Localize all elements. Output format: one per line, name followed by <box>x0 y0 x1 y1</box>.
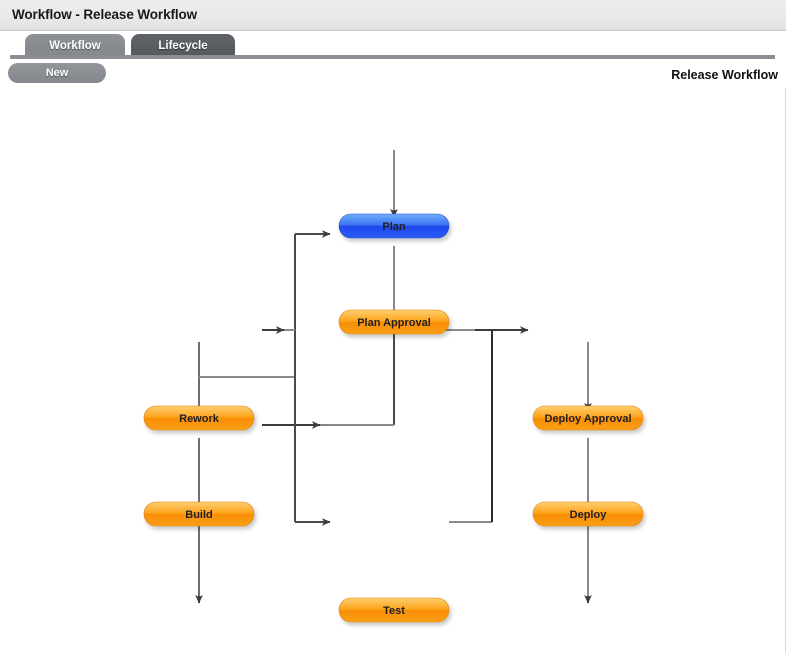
node-rework-shape[interactable] <box>143 405 255 431</box>
node-deploy-approval[interactable]: Deploy Approval <box>532 405 644 431</box>
node-plan-shape[interactable] <box>338 213 450 239</box>
node-plan[interactable]: Plan <box>338 213 450 239</box>
node-deploy-approval-shape[interactable] <box>532 405 644 431</box>
workflow-name-label: Release Workflow <box>671 68 778 82</box>
node-test-shape[interactable] <box>338 597 450 623</box>
edge-test-to-deploy-approval <box>449 331 493 523</box>
edge-build-to-plan-approval <box>199 230 331 378</box>
tab-strip: Workflow Lifecycle <box>0 32 786 58</box>
node-deploy[interactable]: Deploy <box>532 501 644 527</box>
edge-layer <box>195 150 592 604</box>
node-build-shape[interactable] <box>143 501 255 527</box>
workflow-svg: Plan Plan Approval Rework Deploy Approva… <box>143 150 644 623</box>
new-button[interactable]: New <box>8 63 106 83</box>
node-rework[interactable]: Rework <box>143 405 255 431</box>
node-plan-approval-shape[interactable] <box>338 309 450 335</box>
tab-underline-divider <box>10 55 775 59</box>
workflow-diagram-canvas[interactable]: Plan Plan Approval Rework Deploy Approva… <box>0 88 786 653</box>
node-plan-approval[interactable]: Plan Approval <box>338 309 450 335</box>
edge-build-to-test <box>294 377 331 526</box>
node-build[interactable]: Build <box>143 501 255 527</box>
edge-plan-approval-to-build <box>262 330 395 429</box>
page-title: Workflow - Release Workflow <box>12 7 198 22</box>
window-title-bar: Workflow - Release Workflow <box>0 0 786 31</box>
node-deploy-shape[interactable] <box>532 501 644 527</box>
node-test[interactable]: Test <box>338 597 450 623</box>
tab-lifecycle[interactable]: Lifecycle <box>131 34 235 58</box>
tab-workflow[interactable]: Workflow <box>25 34 125 58</box>
toolbar: New Release Workflow <box>0 60 786 88</box>
